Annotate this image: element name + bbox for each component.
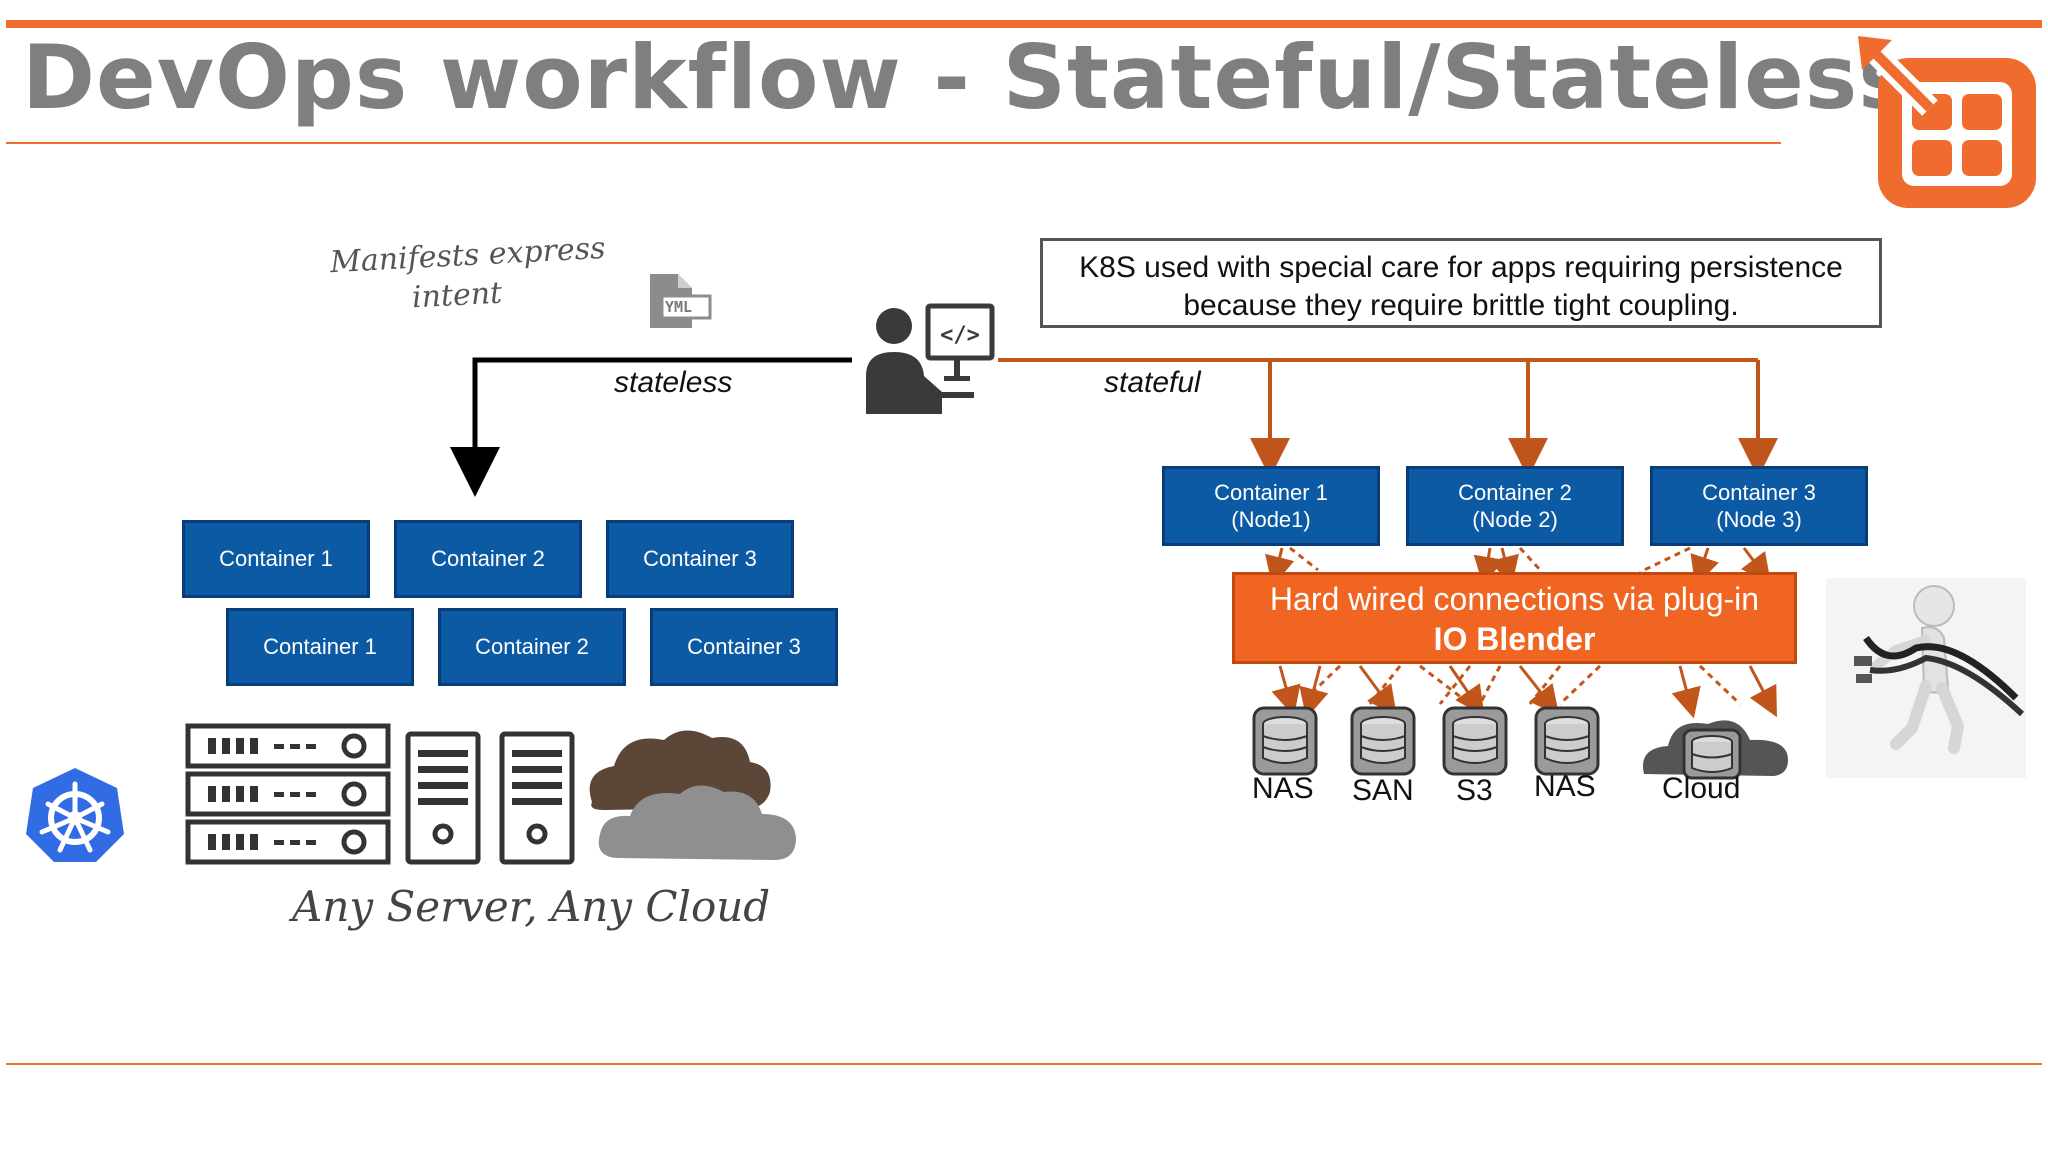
bottom-accent-line [6, 1063, 2042, 1065]
storage-icons [1252, 706, 1788, 780]
stateless-container: Container 3 [650, 608, 838, 686]
stateless-container: Container 2 [394, 520, 582, 598]
io-blender-line1: Hard wired connections via plug-in [1269, 581, 1760, 617]
any-server-annotation: Any Server, Any Cloud [292, 882, 771, 931]
stateful-container-name: Container 2 [1458, 479, 1572, 505]
storage-label: S3 [1456, 774, 1493, 807]
stateful-container: Container 1 (Node1) [1162, 466, 1380, 546]
stateful-container: Container 2 (Node 2) [1406, 466, 1624, 546]
kubernetes-logo-icon [26, 768, 124, 862]
stateful-container-node: (Node1) [1231, 507, 1311, 532]
server-infrastructure-icon [185, 723, 796, 865]
database-icon [1534, 706, 1600, 776]
stateless-label: stateless [614, 366, 733, 399]
database-icon [1350, 706, 1416, 776]
stateless-container: Container 3 [606, 520, 794, 598]
io-blender-box: Hard wired connections via plug-in IO Bl… [1232, 572, 1797, 664]
storage-label: SAN [1352, 774, 1414, 807]
developer-icon: </> [866, 303, 995, 414]
database-icon [1442, 706, 1508, 776]
storage-label: NAS [1534, 770, 1596, 803]
persistence-note: K8S used with special care for apps requ… [1040, 238, 1882, 328]
stateful-container-node: (Node 2) [1472, 507, 1558, 532]
persistence-note-line2: because they require brittle tight coupl… [1183, 289, 1739, 322]
stateful-label: stateful [1104, 366, 1201, 399]
top-accent-line [6, 20, 2042, 28]
title-underline [6, 142, 1781, 144]
cloud-database-icon [1643, 720, 1788, 780]
stateful-container: Container 3 (Node 3) [1650, 466, 1868, 546]
storage-label: Cloud [1662, 772, 1741, 805]
storage-label: NAS [1252, 772, 1314, 805]
stateless-container: Container 1 [226, 608, 414, 686]
stateful-container-node: (Node 3) [1716, 507, 1802, 532]
stateful-container-name: Container 1 [1214, 479, 1328, 505]
brand-logo-icon [1858, 36, 2036, 208]
io-blender-line2: IO Blender [1433, 621, 1596, 657]
stateful-container-name: Container 3 [1702, 479, 1816, 505]
figure-pulling-cables-icon [1826, 578, 2026, 778]
yml-icon-text: YML [665, 298, 693, 316]
persistence-note-line1: K8S used with special care for apps requ… [1079, 251, 1843, 284]
database-icon [1252, 706, 1318, 776]
stateless-container: Container 2 [438, 608, 626, 686]
svg-text:</>: </> [940, 323, 980, 348]
page-title: DevOps workflow - Stateful/Stateless [22, 26, 1912, 129]
stateless-container: Container 1 [182, 520, 370, 598]
yml-file-icon: YML [648, 272, 712, 330]
